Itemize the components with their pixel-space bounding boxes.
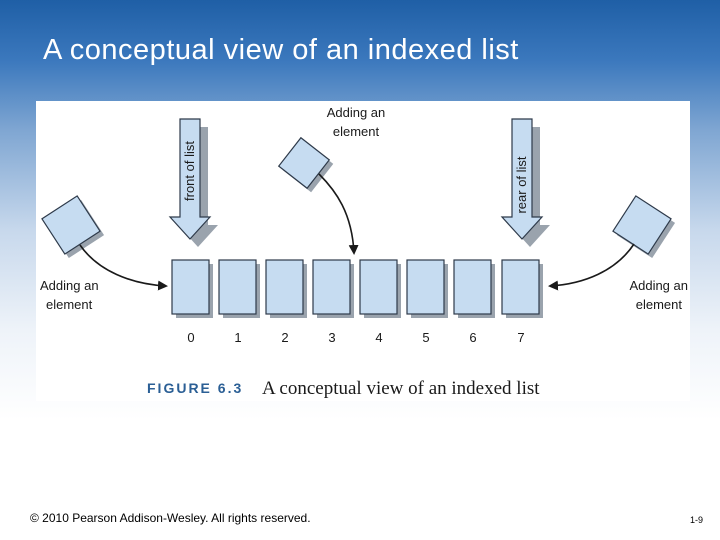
top-new-element	[277, 136, 334, 193]
list-box-1	[218, 259, 260, 318]
figure-caption-label: FIGURE 6.3	[147, 380, 243, 396]
index-label-2: 2	[281, 330, 288, 345]
left-new-element	[41, 195, 105, 259]
figure-panel: 0 1 2 3 4 5 6 7 front of list rear of li…	[36, 101, 690, 401]
front-of-list-arrow: front of list	[168, 118, 218, 247]
rear-of-list-label: rear of list	[514, 156, 529, 213]
index-label-3: 3	[328, 330, 335, 345]
slide-title: A conceptual view of an indexed list	[43, 34, 519, 66]
page-number: 1-9	[690, 515, 704, 525]
index-labels: 0 1 2 3 4 5 6 7	[187, 330, 524, 345]
indexed-list-diagram: 0 1 2 3 4 5 6 7 front of list rear of li…	[40, 105, 688, 399]
left-add-label-line2: element	[46, 297, 93, 312]
right-add-label-line1: Adding an	[629, 278, 688, 293]
list-box-6	[453, 259, 495, 318]
left-add-label-line1: Adding an	[40, 278, 99, 293]
top-add-label-line2: element	[333, 124, 380, 139]
index-label-5: 5	[422, 330, 429, 345]
copyright-footer: © 2010 Pearson Addison-Wesley. All right…	[30, 511, 311, 525]
list-box-4	[359, 259, 401, 318]
right-new-element	[612, 195, 676, 259]
list-box-7	[501, 259, 543, 318]
rear-of-list-arrow: rear of list	[500, 118, 550, 247]
list-box-0	[171, 259, 213, 318]
right-add-arrow	[548, 243, 635, 291]
index-label-7: 7	[517, 330, 524, 345]
list-box-3	[312, 259, 354, 318]
figure-caption-text: A conceptual view of an indexed list	[262, 378, 540, 399]
top-add-label-line1: Adding an	[327, 105, 386, 120]
index-label-6: 6	[469, 330, 476, 345]
list-box-2	[265, 259, 307, 318]
index-label-1: 1	[234, 330, 241, 345]
front-of-list-label: front of list	[182, 141, 197, 201]
list-boxes	[171, 259, 543, 318]
top-add-arrow	[318, 173, 359, 255]
index-label-0: 0	[187, 330, 194, 345]
index-label-4: 4	[375, 330, 382, 345]
left-add-arrow	[79, 244, 168, 291]
right-add-label-line2: element	[636, 297, 683, 312]
list-box-5	[406, 259, 448, 318]
